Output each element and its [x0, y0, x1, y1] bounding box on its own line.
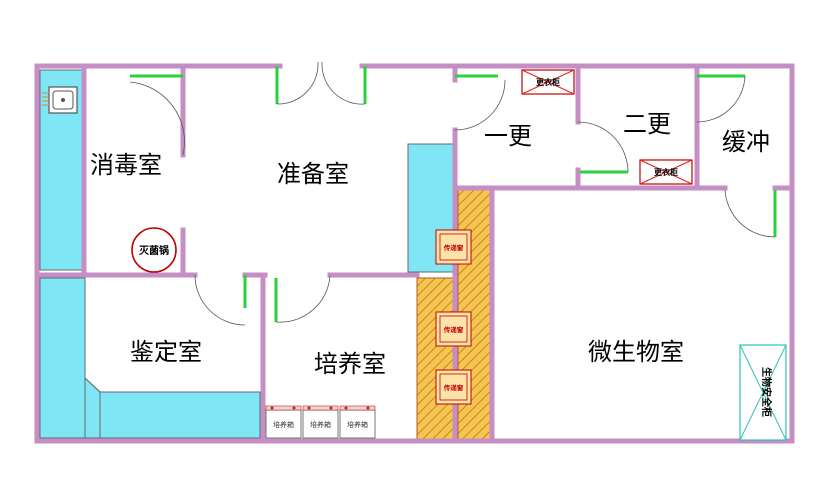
room-labels: 消毒室 准备室 一更 二更 缓冲 鉴定室 培养室 微生物室: [90, 110, 770, 378]
pass-box: 传递窗: [435, 311, 472, 347]
pass-box: 传递窗: [435, 369, 472, 405]
pass-box-label: 传递窗: [443, 383, 464, 392]
door-first-change: [454, 74, 506, 131]
door-main-entrance: [275, 61, 367, 105]
room-label-microbiology: 微生物室: [588, 338, 684, 366]
room-label-buffer: 缓冲: [722, 128, 770, 156]
sink-icon: [42, 86, 78, 114]
incubator-label: 培养箱: [310, 420, 331, 429]
sterilizer-ring: [131, 227, 177, 273]
incubator: 培养箱: [302, 405, 339, 439]
room-label-disinfection: 消毒室: [90, 151, 162, 179]
locker-first-change-label: 更衣柜: [536, 77, 560, 87]
incubators: 培养箱 培养箱 培养箱: [265, 405, 376, 439]
doors: [129, 61, 777, 326]
room-label-second-change: 二更: [623, 110, 671, 138]
sterilizer: 灭菌锅: [131, 227, 177, 273]
biosafety-cabinet: 生物安全柜: [739, 344, 787, 441]
pass-box: 传递窗: [435, 229, 472, 265]
door-disinfection: [129, 74, 185, 156]
locker-second-change: 更衣柜: [639, 159, 693, 185]
door-second-change: [577, 121, 629, 174]
incubator-label: 培养箱: [273, 420, 294, 429]
pass-box-label: 传递窗: [443, 243, 464, 252]
locker-second-change-label: 更衣柜: [654, 167, 678, 177]
door-buffer: [696, 74, 746, 123]
door-culture: [274, 275, 331, 323]
pass-boxes: 传递窗 传递窗 传递窗: [435, 229, 472, 405]
incubator: 培养箱: [339, 405, 376, 439]
room-label-culture: 培养室: [314, 350, 386, 378]
biosafety-cabinet-label: 生物安全柜: [760, 367, 773, 417]
sterilizer-label: 灭菌锅: [138, 244, 169, 257]
benches: [39, 69, 454, 439]
locker-first-change: 更衣柜: [521, 69, 575, 95]
incubator: 培养箱: [265, 405, 302, 439]
bench-identification-left: [39, 277, 86, 439]
door-microbiology: [724, 189, 777, 238]
incubator-label: 培养箱: [347, 420, 368, 429]
walls: [34, 63, 795, 444]
pass-box-label: 传递窗: [443, 325, 464, 334]
room-label-identification: 鉴定室: [130, 338, 202, 366]
door-identification: [194, 274, 247, 326]
room-label-preparation: 准备室: [277, 160, 349, 188]
room-label-first-change: 一更: [484, 122, 532, 150]
hatch-area-lower: [416, 277, 459, 441]
bench-identification-bottom: [84, 376, 261, 439]
